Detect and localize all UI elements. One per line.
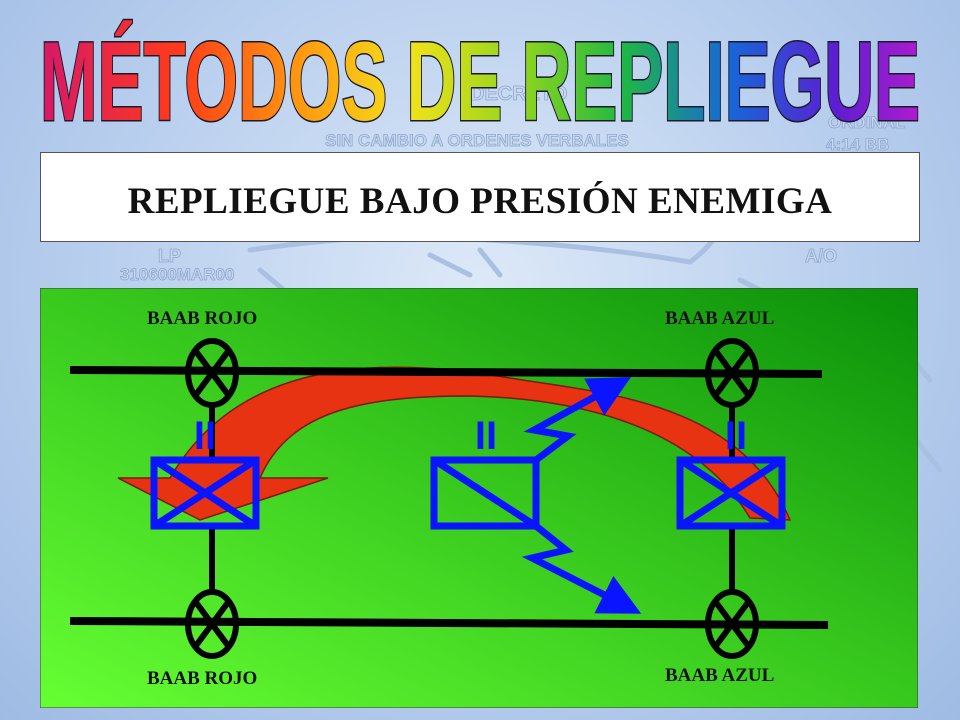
movement-arrow-down bbox=[521, 523, 642, 614]
slide-subtitle: REPLIEGUE BAJO PRESIÓN ENEMIGA bbox=[127, 180, 833, 222]
unit-left-size-mark: II bbox=[194, 414, 216, 458]
obstacle-top-left-icon bbox=[185, 338, 239, 408]
subtitle-box: REPLIEGUE BAJO PRESIÓN ENEMIGA bbox=[40, 152, 920, 242]
rear-phase-line bbox=[69, 617, 829, 629]
label-top-right: BAAB AZUL bbox=[665, 308, 774, 329]
movement-arrow-up bbox=[523, 376, 632, 463]
unit-center-icon bbox=[430, 456, 540, 530]
background-text-lp-date: 310600MAR00 bbox=[120, 265, 234, 284]
obstacle-bottom-right-icon bbox=[705, 589, 759, 659]
background-text-ao: A/O bbox=[805, 246, 837, 266]
background-text-ordinal: ORDINAL bbox=[828, 113, 905, 132]
front-phase-line bbox=[69, 366, 823, 378]
tactical-diagram: II II II BAAB ROJO BAAB AZUL BAAB ROJO B… bbox=[40, 288, 918, 708]
background-text-decreto: DECRETO bbox=[470, 83, 567, 105]
obstacle-bottom-left-icon bbox=[185, 589, 239, 659]
title-art: MÉTODOS DE REPLIEGUE bbox=[39, 18, 922, 141]
slide-title: MÉTODOS DE REPLIEGUE bbox=[40, 19, 920, 140]
unit-left-icon bbox=[150, 456, 260, 530]
obstacle-top-right-icon bbox=[705, 338, 759, 408]
label-bottom-right: BAAB AZUL bbox=[665, 665, 774, 686]
unit-center-size-mark: II bbox=[475, 414, 497, 458]
background-text-lp: LP bbox=[158, 246, 181, 266]
unit-right-size-mark: II bbox=[725, 414, 747, 458]
label-bottom-left: BAAB ROJO bbox=[147, 668, 257, 689]
unit-right-icon bbox=[676, 456, 786, 530]
background-text-time: 4:14 BB bbox=[826, 135, 889, 154]
background-text-verbales: SIN CAMBIO A ORDENES VERBALES bbox=[325, 131, 629, 150]
label-top-left: BAAB ROJO bbox=[147, 308, 257, 329]
